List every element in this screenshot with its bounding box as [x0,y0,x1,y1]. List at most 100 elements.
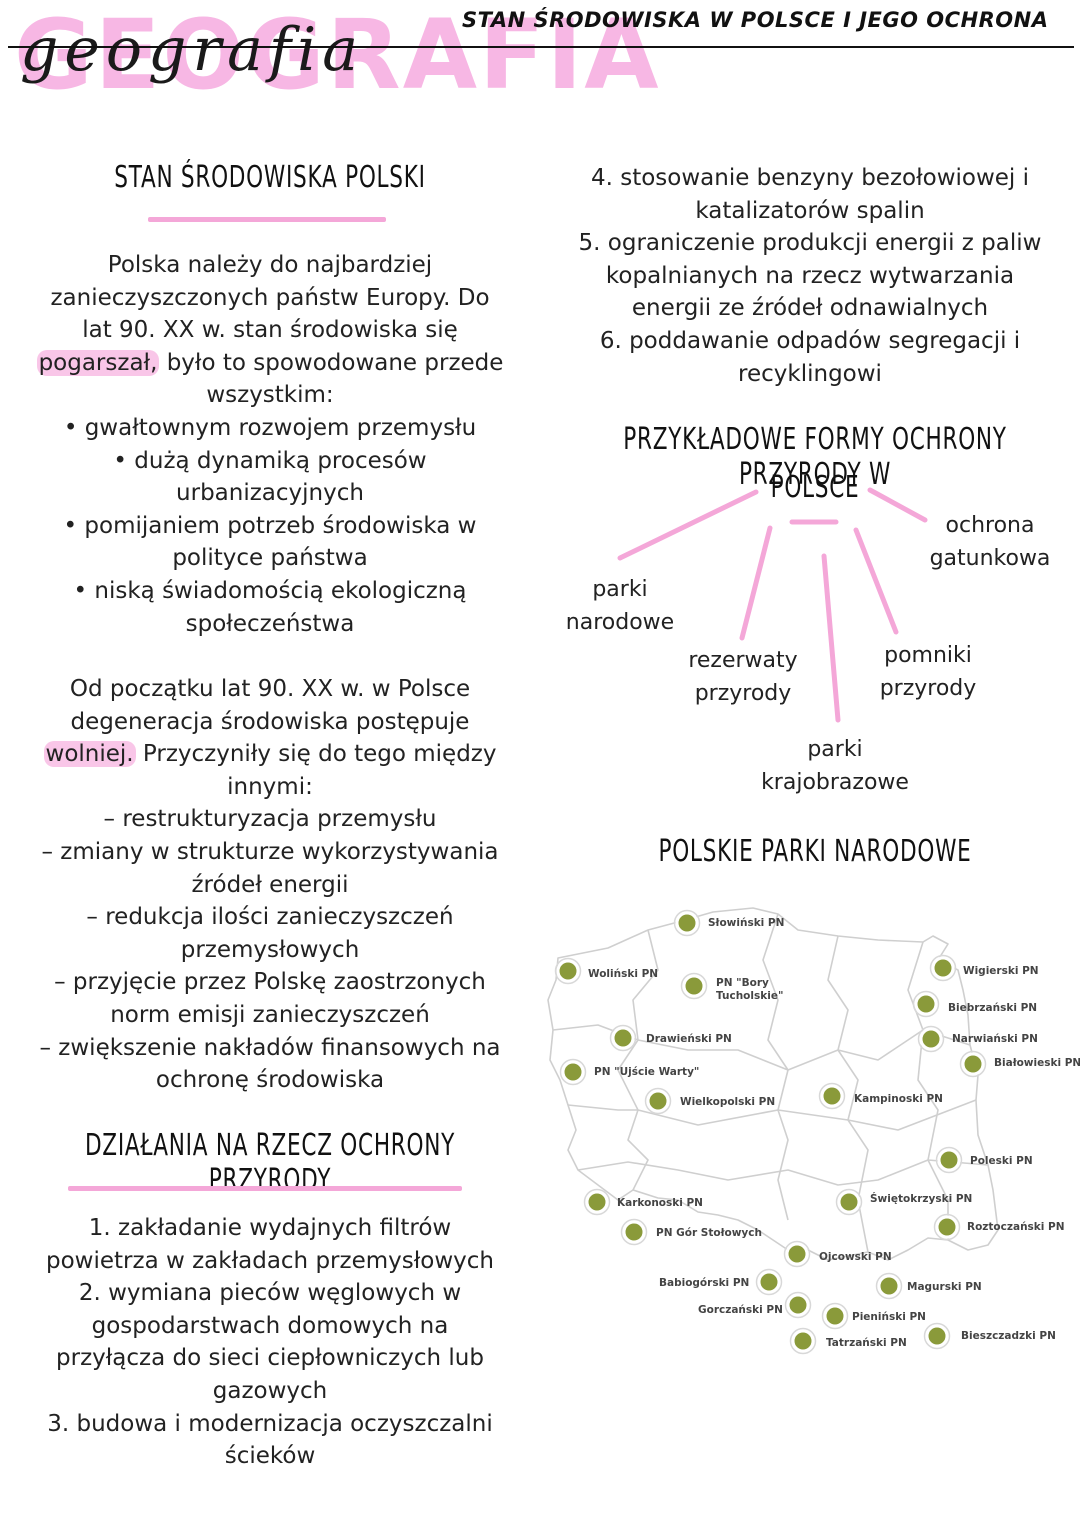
bullet-item: • gwałtownym rozwojem przemysłu [63,414,477,441]
bullet-item: • pomijaniem potrzeb środowiska w [63,512,477,539]
spoke-parki-narodowe [617,489,759,561]
park-marker-kampinoski [820,1084,844,1108]
text-line: Od początku lat 90. XX w. w Polsce [69,676,471,702]
numbered-item: 2. wymiana pieców węglowych w [78,1280,462,1307]
park-label-biebrzanski: Biebrzański PN [948,1002,1037,1014]
park-label-gorczanski: Gorczański PN [698,1304,783,1316]
label-rezerwaty: rezerwaty przyrody [668,644,818,710]
numbered-item-cont: ścieków [224,1443,316,1470]
park-label-gor-stolowych: PN Gór Stołowych [656,1227,762,1239]
header-big-word: GEOGRAFIA [14,0,661,111]
park-label-kampinoski: Kampinoski PN [854,1093,943,1105]
text-line: pogarszał, było to spowodowane przede [10,347,530,380]
label-line: gatunkowa [929,546,1051,571]
text-line: Polska należy do najbardziej [107,252,433,278]
dash-item-cont: norm emisji zanieczyszczeń [110,1001,430,1028]
label-gatunkowa: ochrona gatunkowa [920,509,1060,575]
text-line: wszystkim: [206,382,334,409]
park-label-wigierski: Wigierski PN [963,965,1039,977]
forms-diagram-spokes [617,487,928,723]
dash-item: – restrukturyzacja przemysłu [103,806,437,833]
park-marker-roztoczanski [935,1215,959,1239]
numbered-item-cont: przyłącza do sieci ciepłowniczych lub [56,1345,484,1372]
bullet-item: • niską świadomością ekologiczną [73,577,467,604]
park-label-ujscie-warty: PN "Ujście Warty" [594,1066,699,1078]
label-line: krajobrazowe [761,770,909,795]
park-label-tucholskie: Tucholskie" [716,990,783,1002]
label-line: ochrona [945,513,1035,538]
park-marker-gor-stolowych [622,1220,646,1244]
park-markers [554,909,987,1355]
park-label-karkonoski: Karkonoski PN [617,1197,703,1209]
park-marker-karkonoski [585,1190,609,1214]
park-marker-magurski [877,1274,901,1298]
park-marker-ring [583,1188,611,1216]
poland-parks-map: Słowiński PN Woliński PN PN "Bory Tuchol… [547,907,1080,1355]
section-dzialania-body: 1. zakładanie wydajnych filtrów powietrz… [10,1212,530,1473]
poland-outline [547,907,999,1261]
park-label-drawienski: Drawieński PN [646,1033,732,1045]
dash-item: – redukcja ilości zanieczyszczeń [86,904,454,931]
header-topic: STAN ŚRODOWISKA W POLSCE I JEGO OCHRONA [462,8,1049,32]
label-line: rezerwaty [688,648,798,673]
dash-item-cont: przemysłowych [180,936,360,963]
park-marker-ring [912,990,940,1018]
dash-item-cont: ochronę środowiska [155,1067,385,1094]
label-pomniki: pomniki przyrody [858,639,998,705]
park-marker-ring [933,1213,961,1241]
park-marker-ring [789,1327,817,1355]
bullet-item-cont: polityce państwa [172,545,368,572]
park-marker-poleski [937,1148,961,1172]
park-label-ojcowski: Ojcowski PN [819,1251,892,1263]
park-marker-ring [875,1272,903,1300]
label-line: narodowe [565,610,675,635]
bullet-item-cont: społeczeństwa [185,610,355,637]
header-script-word: geografia [20,15,365,85]
bullet-item-cont: urbanizacyjnych [176,480,364,507]
section-stan-body-2: Od początku lat 90. XX w. w Polsce degen… [10,673,530,1097]
park-marker-ring [609,1024,637,1052]
numbered-item: 6. poddawanie odpadów segregacji i [599,327,1021,354]
park-label-bory: PN "Bory [716,977,769,989]
park-marker-ojcowski [785,1242,809,1266]
park-label-narwianski: Narwiański PN [952,1033,1038,1045]
park-marker-biebrzanski [914,992,938,1016]
text-fragment: Przyczyniły się do tego między [135,741,497,768]
spoke-krajobrazowe [821,553,841,723]
park-marker-bory [682,974,706,998]
park-marker-ring [673,909,701,937]
park-marker-slowinski [675,911,699,935]
park-label-bialowieski: Białowieski PN [994,1057,1080,1069]
spoke-gatunkowa [867,487,928,523]
park-marker-ujscie-warty [561,1060,585,1084]
park-label-wielkopolski: Wielkopolski PN [680,1096,775,1108]
park-marker-ring [818,1082,846,1110]
section-heading-dzialania: DZIAŁANIA NA RZECZ OCHRONY PRZYRODY [84,1128,456,1198]
highlight-pogarszal: pogarszał, [36,349,160,376]
park-labels: Słowiński PN Woliński PN PN "Bory Tuchol… [588,917,1080,1349]
park-marker-tatrzanski [791,1329,815,1353]
voivodeship-borders [552,913,989,1253]
numbered-item-cont: powietrza w zakładach przemysłowych [46,1247,494,1274]
park-marker-bialowieski [961,1052,985,1076]
park-marker-ring [680,972,708,1000]
numbered-item-cont: gospodarstwach domowych na [91,1312,449,1339]
label-line: parki [592,577,648,602]
section-dzialania-body-2: 4. stosowanie benzyny bezołowiowej i kat… [550,162,1070,390]
section-stan-body: Polska należy do najbardziej zanieczyszc… [10,249,530,640]
dash-item-cont: źródeł energii [191,871,349,898]
park-marker-drawienski [611,1026,635,1050]
park-label-pieninski: Pieniński PN [852,1311,926,1323]
text-line: innymi: [227,773,313,800]
label-line: przyrody [879,676,977,701]
numbered-item-cont: energii ze źródeł odnawialnych [631,295,989,322]
label-line: pomniki [884,643,972,668]
numbered-item: 4. stosowanie benzyny bezołowiowej i [590,165,1030,191]
park-marker-ring [959,1050,987,1078]
heading-underline [68,1186,462,1191]
park-marker-ring [835,1188,863,1216]
park-label-roztoczanski: Roztoczański PN [967,1221,1065,1233]
park-marker-ring [923,1322,951,1350]
park-marker-ring [783,1240,811,1268]
park-label-swietokrzyski: Świętokrzyski PN [870,1192,972,1205]
